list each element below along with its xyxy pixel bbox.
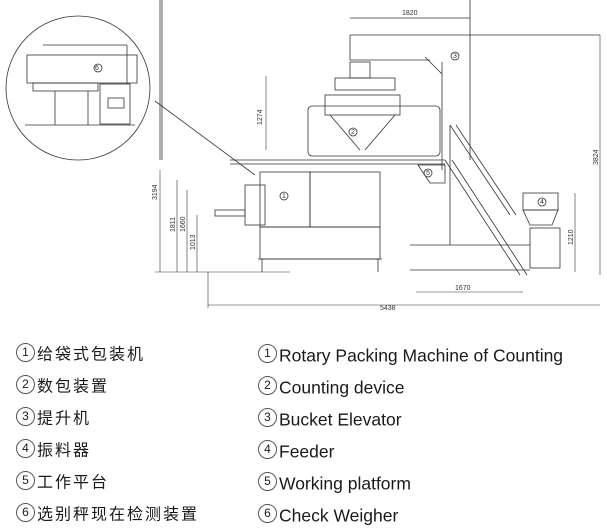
callout-6: 6 xyxy=(95,65,99,72)
callout-badge: 1 xyxy=(258,343,277,363)
legend-en-label: Working platform xyxy=(279,473,411,494)
legend-cn-label: 数包装置 xyxy=(37,376,110,396)
legend-en-label: Check Weigher xyxy=(279,505,399,526)
dim-feeder-height: 1210 xyxy=(568,229,575,245)
dim-machine-height-a: 1811 xyxy=(170,217,177,232)
callout-badge: 4 xyxy=(258,439,277,459)
legend-cn-label: 工作平台 xyxy=(37,472,110,492)
callout-badge: 2 xyxy=(258,375,277,395)
legend-cn-label: 选别秤现在检测装置 xyxy=(37,504,200,524)
legend-en-label: Counting device xyxy=(279,377,405,398)
callout-5: 5 xyxy=(426,170,430,177)
dim-elevator-top-width: 1820 xyxy=(402,10,418,17)
callout-3: 3 xyxy=(453,53,457,60)
callout-badge: 3 xyxy=(258,407,277,427)
callout-badge: 1 xyxy=(16,343,35,362)
callout-badge: 5 xyxy=(258,471,277,491)
dim-infeed-height: 1013 xyxy=(190,234,197,250)
dim-machine-height-b: 1660 xyxy=(180,216,187,232)
callout-badge: 4 xyxy=(16,439,35,458)
callout-1: 1 xyxy=(282,193,286,200)
dimension-values: 1820 1274 3194 1811 1660 1013 5438 1670 … xyxy=(152,10,600,312)
legend-en-label: Rotary Packing Machine of Counting xyxy=(279,345,564,366)
dim-overall-length: 5438 xyxy=(380,305,396,312)
dim-overall-height-left: 3194 xyxy=(152,184,159,200)
callout-badge: 2 xyxy=(16,375,35,394)
counting-device xyxy=(307,61,441,157)
machine-layout-drawing: 6 1 2 3 4 5 1820 1274 3194 1811 1660 101… xyxy=(5,0,601,312)
callout-badge: 5 xyxy=(16,471,35,490)
bucket-elevator xyxy=(159,0,600,170)
callout-4: 4 xyxy=(540,199,544,206)
legend-cn-label: 给袋式包装机 xyxy=(37,344,146,364)
callout-badge: 6 xyxy=(258,503,277,523)
legend-cn-label: 振料器 xyxy=(37,440,92,460)
legend-en-label: Bucket Elevator xyxy=(279,409,402,430)
rotary-packing-machine xyxy=(214,171,382,272)
dim-overall-height-right: 3824 xyxy=(593,149,600,165)
callout-badge: 3 xyxy=(16,407,35,426)
callout-badge: 6 xyxy=(16,503,35,522)
legend-cn-label: 提升机 xyxy=(37,408,92,428)
callout-2: 2 xyxy=(351,129,355,136)
dimension-lines xyxy=(155,35,601,308)
dim-weigher-height: 1274 xyxy=(257,109,264,125)
dim-platform-length: 1670 xyxy=(455,285,471,292)
feeder xyxy=(522,192,561,269)
callout-labels: 6 1 2 3 4 5 xyxy=(95,53,544,206)
check-weigher-detail-circle xyxy=(5,15,256,176)
legend-en-label: Feeder xyxy=(279,441,335,462)
working-platform xyxy=(230,124,530,276)
